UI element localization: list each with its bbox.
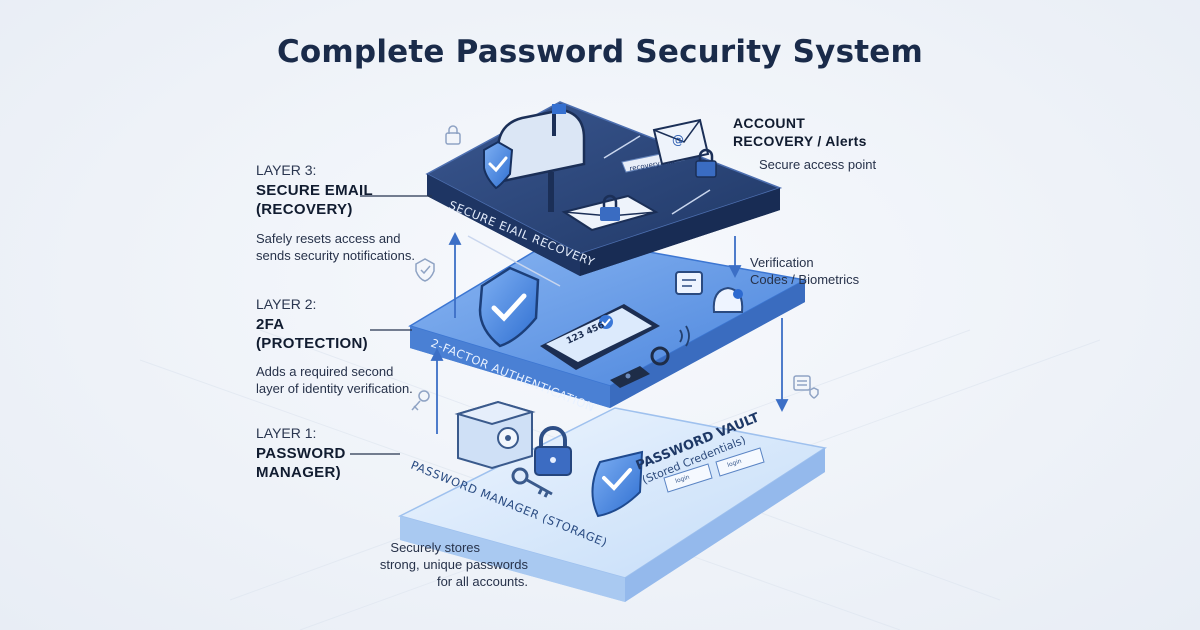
account-recovery-line2: RECOVERY / Alerts: [733, 133, 867, 149]
up-arrows: [430, 231, 462, 434]
layer3-platform: [425, 101, 783, 276]
layer1-desc-line1: Securely stores: [390, 540, 480, 555]
layer2-desc-line1: Adds a required second: [256, 364, 394, 379]
signal-waves-icon: [679, 325, 690, 347]
svg-text:login: login: [726, 458, 742, 469]
shield-check-icon: [478, 266, 540, 348]
lock-icon-floating: [445, 125, 461, 145]
padlock-icon: [534, 426, 572, 476]
layer1-name-line2: MANAGER): [256, 464, 341, 481]
verification-line2: Codes / Biometrics: [750, 272, 860, 287]
page-title: Complete Password Security System: [276, 34, 923, 70]
credential-card: login: [663, 463, 713, 493]
account-recovery-line1: ACCOUNT: [733, 115, 806, 131]
layer3-desc-line2: sends security notifications.: [256, 248, 415, 263]
envelope-icon: [561, 194, 659, 232]
label-leader-lines: [350, 195, 432, 455]
layer3-number: LAYER 3:: [256, 162, 317, 178]
layer1-desc-line2: strong, unique passwords: [379, 557, 528, 572]
layer1-label: LAYER 1: PASSWORD MANAGER): [256, 425, 406, 482]
bell-icon: [712, 286, 744, 313]
email-alert-envelope-icon: @: [652, 118, 710, 166]
svg-text:login: login: [674, 474, 690, 485]
chat-bubble-icon: [675, 271, 703, 295]
layer2-number: LAYER 2:: [256, 296, 317, 312]
shield-icon-layer1: [591, 450, 644, 518]
layer1-description: Securely stores strong, unique passwords…: [358, 539, 558, 590]
smartphone-icon: 123 456: [540, 304, 660, 370]
layer1-desc-line3: for all accounts.: [436, 574, 528, 589]
svg-text:@: @: [672, 133, 684, 147]
key-icon-floating: [411, 390, 430, 411]
layer2-name-line2: (PROTECTION): [256, 335, 368, 352]
verification-line1: Verification: [750, 255, 814, 270]
down-arrows: [728, 236, 789, 413]
shield-icon-floating: [415, 258, 435, 282]
layer2-desc-line2: layer of identity verification.: [256, 381, 413, 396]
mailbox-icon: [496, 104, 586, 212]
layer3-label: LAYER 3: SECURE EMAIL (RECOVERY) Safely …: [256, 162, 456, 264]
padlock-icon-small: [695, 148, 717, 178]
list-shield-icon-floating: [793, 375, 819, 399]
safe-icon: [454, 400, 536, 470]
flow-arrows: [467, 135, 711, 287]
layer3-name-line2: (RECOVERY): [256, 201, 353, 218]
key-fob-icon: [610, 346, 670, 388]
layer3-name-line1: SECURE EMAIL: [256, 182, 373, 199]
layer1-name-line1: PASSWORD: [256, 445, 346, 462]
layer1-number: LAYER 1:: [256, 425, 317, 441]
key-icon: [511, 467, 553, 498]
account-recovery-sub: Secure access point: [759, 157, 877, 172]
credential-card: login: [715, 447, 765, 477]
layer2-label: LAYER 2: 2FA (PROTECTION) Adds a require…: [256, 296, 456, 397]
layer3-desc-line1: Safely resets access and: [256, 231, 401, 246]
shield-check-icon-email: [483, 140, 514, 190]
layer2-name-line1: 2FA: [256, 316, 285, 333]
verification-label: Verification Codes / Biometrics: [750, 254, 930, 288]
account-recovery-label: ACCOUNT RECOVERY / Alerts Secure access …: [733, 114, 933, 173]
